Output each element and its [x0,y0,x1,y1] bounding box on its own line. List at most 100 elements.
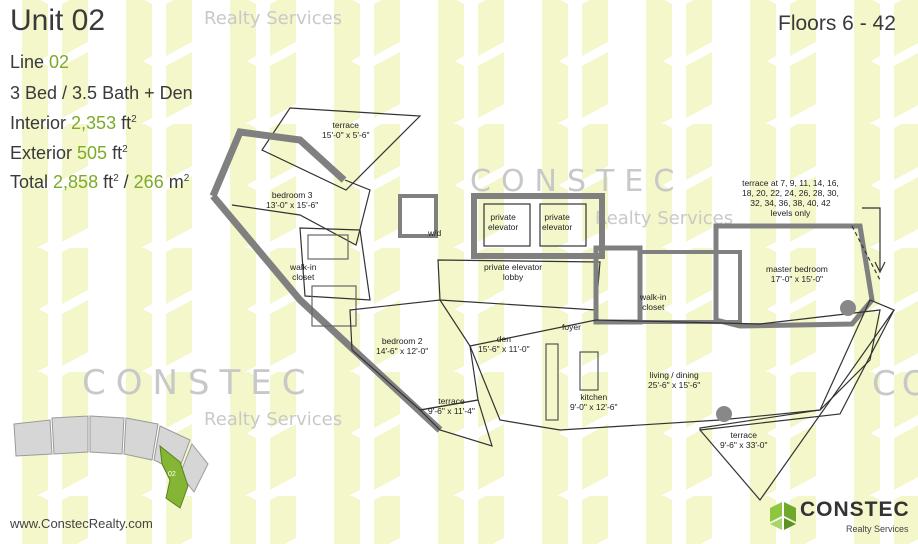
spec-exterior-unit: ft [107,143,123,163]
constec-logo: CONSTEC Realty Services [768,496,918,540]
washer-dryer [398,194,438,238]
master-bedroom-wall [713,223,875,329]
spec-total-value-ft: 2,858 [53,172,99,192]
room-living: living / dining 25'-6" x 15'-6" [648,370,700,390]
room-terrace-top: terrace 15'-0" x 5'-6" [322,120,370,140]
room-terrace-note-l4: levels only [770,208,811,218]
room-walkin-left: walk-in closet [290,262,316,282]
spec-interior-value: 2,353 [71,113,117,133]
spec-exterior-sup: 2 [122,144,128,155]
room-bedroom3: bedroom 3 13'-0" x 15'-6" [266,190,318,210]
room-wd-name: w/d [428,228,442,238]
room-terrace-top-name: terrace [332,120,360,130]
spec-total-unit-ft: ft [98,172,114,192]
room-kitchen: kitchen 9'-0" x 12'-6" [570,392,618,412]
watermark-realty-upper: Realty Services [595,208,734,229]
elevator-1-box [483,203,531,247]
room-elevator-lobby-name2: lobby [502,272,524,282]
spec-exterior-value: 505 [77,143,108,163]
room-bedroom3-dim: 13'-0" x 15'-6" [266,200,319,210]
spec-total-value-m: 266 [133,172,164,192]
room-den: den 15'-6" x 11'-0" [478,334,530,354]
watermark-realty-top: Realty Services [204,8,343,29]
elevator-2-box [539,203,587,247]
spec-line: Line 02 [10,52,69,73]
spec-line-value: 02 [49,52,70,72]
spec-exterior: Exterior 505 ft2 [10,143,128,164]
room-wd: w/d [428,228,441,238]
room-terrace-main-dim: 9'-6" x 33'-0" [720,440,768,450]
room-terrace-note-l3: 32, 34, 36, 38, 40, 42 [750,198,831,208]
living-dining-outline [469,309,881,431]
note-arrowhead [874,261,886,274]
room-walkin-right-name2: closet [642,302,665,312]
terrace-bedroom2-outline [418,399,493,447]
walkin-closet-left [299,227,371,301]
kitchen-counter [545,343,559,421]
constec-logo-icon [770,502,796,530]
spec-interior-sup: 2 [131,114,137,125]
room-bedroom2: bedroom 2 14'-6" x 12'-0" [376,336,428,356]
optional-terrace-dashed [851,225,881,281]
room-terrace-note: terrace at 7, 9, 11, 14, 16, 18, 20, 22,… [742,178,839,218]
room-den-dim: 15'-6" x 11'-0" [478,344,530,354]
room-private-elevator-2: private elevator [542,212,572,232]
building-key-map: 02 [13,415,209,509]
constec-logo-brand: CONSTEC [800,498,910,521]
spec-line-label: Line [10,52,50,72]
room-kitchen-dim: 9'-0" x 12'-6" [570,402,618,412]
room-kitchen-name: kitchen [580,392,608,402]
room-elevator-lobby: private elevator lobby [484,262,542,282]
spec-interior-unit: ft [116,113,132,133]
bedroom3-wall [231,179,371,246]
key-block-3 [89,415,125,455]
room-terrace-top-dim: 15'-0" x 5'-6" [322,130,370,140]
unit-title: Unit 02 [10,4,106,37]
spec-total-sup-ft: 2 [113,173,119,184]
spec-interior: Interior 2,353 ft2 [10,113,137,134]
bath-left-1 [307,234,349,260]
spec-bed-bath: 3 Bed / 3.5 Bath + Den [10,83,193,103]
constec-logo-sub: Realty Services [846,524,909,534]
room-terrace-note-l1: terrace at 7, 9, 11, 14, 16, [742,178,839,188]
footer-website-link[interactable]: www.ConstecRealty.com [10,516,153,531]
room-terrace-note-l2: 18, 20, 22, 24, 26, 28, 30, [742,188,839,198]
room-private-elevator-1-name2: elevator [488,222,519,232]
note-arrow [862,207,881,270]
spec-total-label: Total [10,172,54,192]
left-wing-wall [209,128,347,198]
column-master [840,300,856,316]
room-bedroom3-name: bedroom 3 [271,190,313,200]
watermark-constec-lower: CONSTEC [82,363,316,403]
watermark-realty-lower: Realty Services [204,409,343,430]
spec-interior-label: Interior [10,113,72,133]
room-walkin-right: walk-in closet [640,292,666,312]
room-private-elevator-1: private elevator [488,212,518,232]
room-private-elevator-1-name: private [490,212,516,222]
spec-total-sup-m: 2 [183,173,190,184]
key-unit-highlight [159,444,189,509]
spec-total-unit-m: m [163,172,184,192]
room-master-bedroom-dim: 17'-0" x 15'-0" [770,274,824,284]
room-walkin-left-name2: closet [292,272,315,282]
room-terrace-bedroom2: terrace 9'-6" x 11'-4" [428,396,475,416]
terrace-main-edge [699,309,895,501]
room-master-bedroom-name: master bedroom [766,264,828,274]
spec-exterior-label: Exterior [10,143,78,163]
key-unit-label: 02 [168,471,176,478]
room-terrace-bedroom2-name: terrace [438,396,465,406]
room-terrace-main-name: terrace [730,430,758,440]
column-living [716,406,732,422]
room-private-elevator-2-name: private [544,212,570,222]
room-private-elevator-2-name2: elevator [542,222,573,232]
room-walkin-right-name: walk-in [640,292,667,302]
spec-total: Total 2,858 ft2 / 266 m2 [10,172,189,193]
kitchen-island [579,351,599,391]
key-block-2 [51,415,89,455]
room-terrace-main: terrace 9'-6" x 33'-0" [720,430,768,450]
elevator-core [471,193,605,259]
walkin-closet-right [593,245,643,325]
room-master-bedroom: master bedroom 17'-0" x 15'-0" [766,264,828,284]
room-bedroom2-dim: 14'-6" x 12'-0" [376,346,429,356]
